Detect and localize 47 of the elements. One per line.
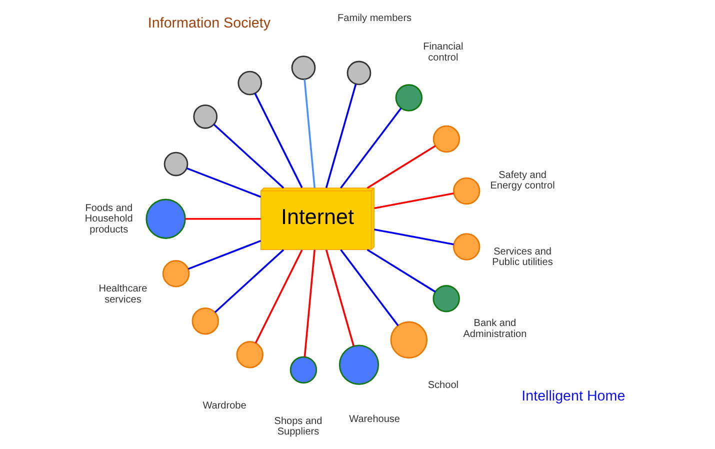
label: Information Society [147, 15, 270, 32]
connector [340, 249, 398, 326]
node-circle [236, 341, 263, 368]
connector [366, 145, 436, 189]
node-label: Services and Public utilities [492, 246, 552, 268]
node-label: Foods and Household products [84, 202, 132, 236]
connector [303, 79, 316, 188]
connector [184, 218, 260, 220]
node-circle [145, 198, 186, 239]
connector [212, 124, 284, 189]
node-circle [432, 285, 460, 312]
label: Intelligent Home [521, 388, 625, 404]
connector [324, 84, 356, 188]
node-circle [390, 321, 428, 359]
node-circle [432, 125, 460, 153]
node-circle [162, 260, 190, 288]
node-circle [163, 152, 188, 176]
connector [186, 167, 261, 198]
node-label: Shops and Suppliers [274, 416, 322, 438]
node-label: Financial control [422, 42, 463, 64]
connector [214, 249, 284, 313]
node-circle [338, 344, 379, 385]
connector [374, 192, 454, 210]
connector [187, 240, 261, 270]
node-label: Healthcare services [98, 283, 147, 306]
node-circle [289, 356, 317, 384]
connector [254, 93, 302, 188]
node-circle [237, 70, 262, 96]
node-label: Safety and Energy control [490, 170, 554, 192]
node-circle [452, 233, 480, 260]
node-label: Bank and Administration [462, 318, 526, 340]
connector [366, 248, 436, 293]
connector [340, 108, 402, 189]
node-label: Wardrobe [202, 400, 246, 412]
connector [303, 250, 316, 358]
node-circle [346, 60, 371, 86]
node-label: Warehouse [348, 414, 400, 426]
connector [374, 228, 454, 246]
node-label: Family members [337, 12, 412, 24]
node-circle [290, 56, 316, 80]
node-label: School [427, 380, 458, 391]
connector [254, 250, 302, 344]
connector [324, 250, 354, 346]
node-circle [191, 307, 218, 335]
node-circle [452, 177, 480, 205]
node-circle [394, 84, 422, 112]
node-circle [192, 104, 218, 129]
